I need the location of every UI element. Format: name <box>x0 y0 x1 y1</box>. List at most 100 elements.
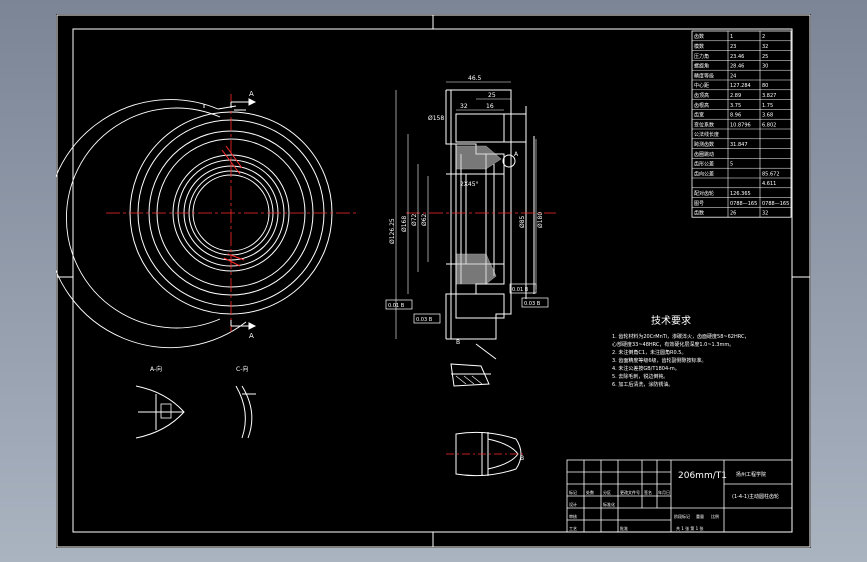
dim-25: 25 <box>488 92 496 99</box>
dim-d168: Ø168 <box>401 216 408 232</box>
parameter-table-cell: 25 <box>762 54 768 60</box>
parameter-table-cell: 28.46 <box>730 64 744 70</box>
section-label-a-top: A <box>249 90 254 98</box>
title-row-0: 设计 <box>569 501 577 507</box>
parameter-table-cell: 1.75 <box>762 103 773 109</box>
section-dimensions <box>395 81 537 339</box>
dim-32: 32 <box>460 103 468 110</box>
title-block-part: 206mm/T1 <box>678 471 727 481</box>
title-sheet: 共 1 张 第 1 张 <box>676 525 703 531</box>
parameter-table-cell: 模数 <box>694 43 704 50</box>
detail-view-b-hatch <box>455 375 483 385</box>
inner-frame <box>72 28 793 533</box>
parameter-table-cell: 32 <box>762 44 768 50</box>
parameter-table-cell: 4.611 <box>762 181 776 187</box>
parameter-table-cell: 24 <box>730 73 736 79</box>
title-row-3: 标准化 <box>603 501 615 507</box>
title-header-0: 标记 <box>569 489 577 495</box>
tolerance-3: 0.01 B <box>512 287 529 293</box>
section-line-a <box>230 98 257 330</box>
tolerance-frames <box>385 283 549 324</box>
parameter-table-cell: 85.672 <box>762 171 780 177</box>
notes-list: 1. 齿轮材料为20CrMnTi，渗碳淬火，齿面硬度58~62HRC， 心部硬度… <box>612 333 749 388</box>
parameter-table-cell: 5 <box>730 162 733 168</box>
parameter-table-cell: 32 <box>762 211 768 217</box>
parameter-table-cell: 3.68 <box>762 113 773 119</box>
title-stage-2: 比例 <box>711 513 719 519</box>
title-stage-0: 阶段标记 <box>674 513 690 519</box>
parameter-table-cell: 23 <box>730 44 736 50</box>
tolerance-2: 0.03 B <box>416 317 433 323</box>
title-stage-1: 重量 <box>696 513 704 519</box>
parameter-table-cell: 齿圈跳动 <box>694 151 714 158</box>
section-view <box>445 89 535 340</box>
section-label-b2: B <box>520 455 524 462</box>
notes-title: 技术要求 <box>651 314 691 327</box>
detail-view-b <box>450 343 497 387</box>
parameter-table-cell: 变位系数 <box>694 121 714 128</box>
parameter-table-cell: 齿形公差 <box>694 161 714 168</box>
parameter-table-frame <box>691 30 792 218</box>
dim-total-width: 46.5 <box>468 75 482 82</box>
parameter-table-cell: 公法线长度 <box>694 131 719 138</box>
dim-d180: Ø180 <box>537 212 544 228</box>
note-4: 3. 齿面精度等级6级，齿轮副侧隙按标准。 <box>612 357 707 364</box>
parameter-table-cell: 80 <box>762 83 768 89</box>
parameter-table-cell: 图号 <box>694 201 704 207</box>
parameter-table-cell: 2 <box>762 34 765 40</box>
title-row-2: 工艺 <box>569 526 577 531</box>
parameter-table-cell: 齿根高 <box>694 102 709 109</box>
section-label-b: B <box>456 339 460 346</box>
note-5: 4. 未注公差按GB/T1804-m。 <box>612 365 680 372</box>
title-row-4: 批准 <box>620 525 628 531</box>
title-block-company: 扬州工程学院 <box>736 471 766 478</box>
parameter-table-cell: 31.847 <box>730 142 748 148</box>
parameter-table-cell: 8.96 <box>730 113 741 119</box>
front-view-hatch <box>221 145 245 267</box>
parameter-table-cell: 压力角 <box>694 53 709 60</box>
parameter-table-cell: 配对齿轮 <box>694 190 714 197</box>
tolerance-1: 0.01 B <box>388 303 405 309</box>
dim-16: 16 <box>486 103 494 110</box>
detail-label-c: C-向 <box>236 365 248 373</box>
parameter-table-cell: 26 <box>730 211 736 217</box>
parameter-table-cell: 3.75 <box>730 103 741 109</box>
parameter-table-cell: 中心距 <box>694 82 709 89</box>
parameter-table-cell: 126.365 <box>730 191 751 197</box>
title-header-5: 年月日 <box>658 489 670 495</box>
detail-view-a <box>135 385 185 439</box>
centering-marks <box>57 15 810 547</box>
parameter-table-cell: 精度等级 <box>694 72 714 79</box>
section-label-a-bottom: A <box>249 332 254 340</box>
note-2: 心部硬度33~48HRC，有效硬化层深度1.0~1.3mm。 <box>612 341 734 348</box>
parameter-table-cell: 1 <box>730 34 733 40</box>
title-block-headers: 标记 处数 分区 更改文件号 签名 年月日 设计 审核 工艺 标准化 批准 阶段… <box>569 489 719 531</box>
parameter-table-cell: 齿数 <box>694 210 704 217</box>
parameter-table-cell: 螺旋角 <box>694 63 709 70</box>
title-header-2: 分区 <box>603 489 611 495</box>
parameter-table-cell: 0788—165 <box>730 201 757 207</box>
parameter-table-cell: 齿向公差 <box>694 170 714 177</box>
parameter-table-cell: 127.284 <box>730 83 751 89</box>
dim-chamfer: 2X45° <box>460 181 479 188</box>
drawing-sheet[interactable]: A A 46.5 25 <box>46 14 811 548</box>
parameter-table-cell: 3.827 <box>762 93 776 99</box>
parameter-table-cell: 30 <box>762 64 768 70</box>
dim-d85: Ø85 <box>519 215 526 228</box>
parameter-table-cell: 23.46 <box>730 54 744 60</box>
title-header-1: 处数 <box>586 489 594 495</box>
parameter-table-cell: 齿顶高 <box>694 92 709 99</box>
title-header-4: 签名 <box>644 489 652 495</box>
dim-d126: Ø126.25 <box>389 218 396 244</box>
parameter-table-cell: 0788—165 <box>762 201 789 207</box>
note-3: 2. 未注倒角C1，未注圆角R0.5。 <box>612 349 686 356</box>
section-view-hatch <box>455 145 502 285</box>
parameter-table-cell: 跨测齿数 <box>694 141 714 148</box>
dim-d62: Ø62 <box>421 213 428 226</box>
parameter-table-cell: 齿宽 <box>694 112 704 119</box>
note-6: 5. 去除毛刺，锐边倒钝。 <box>612 373 668 380</box>
view-label-a: A <box>514 151 519 158</box>
title-header-3: 更改文件号 <box>620 489 640 495</box>
parameter-table-cell: 6.802 <box>762 122 776 128</box>
